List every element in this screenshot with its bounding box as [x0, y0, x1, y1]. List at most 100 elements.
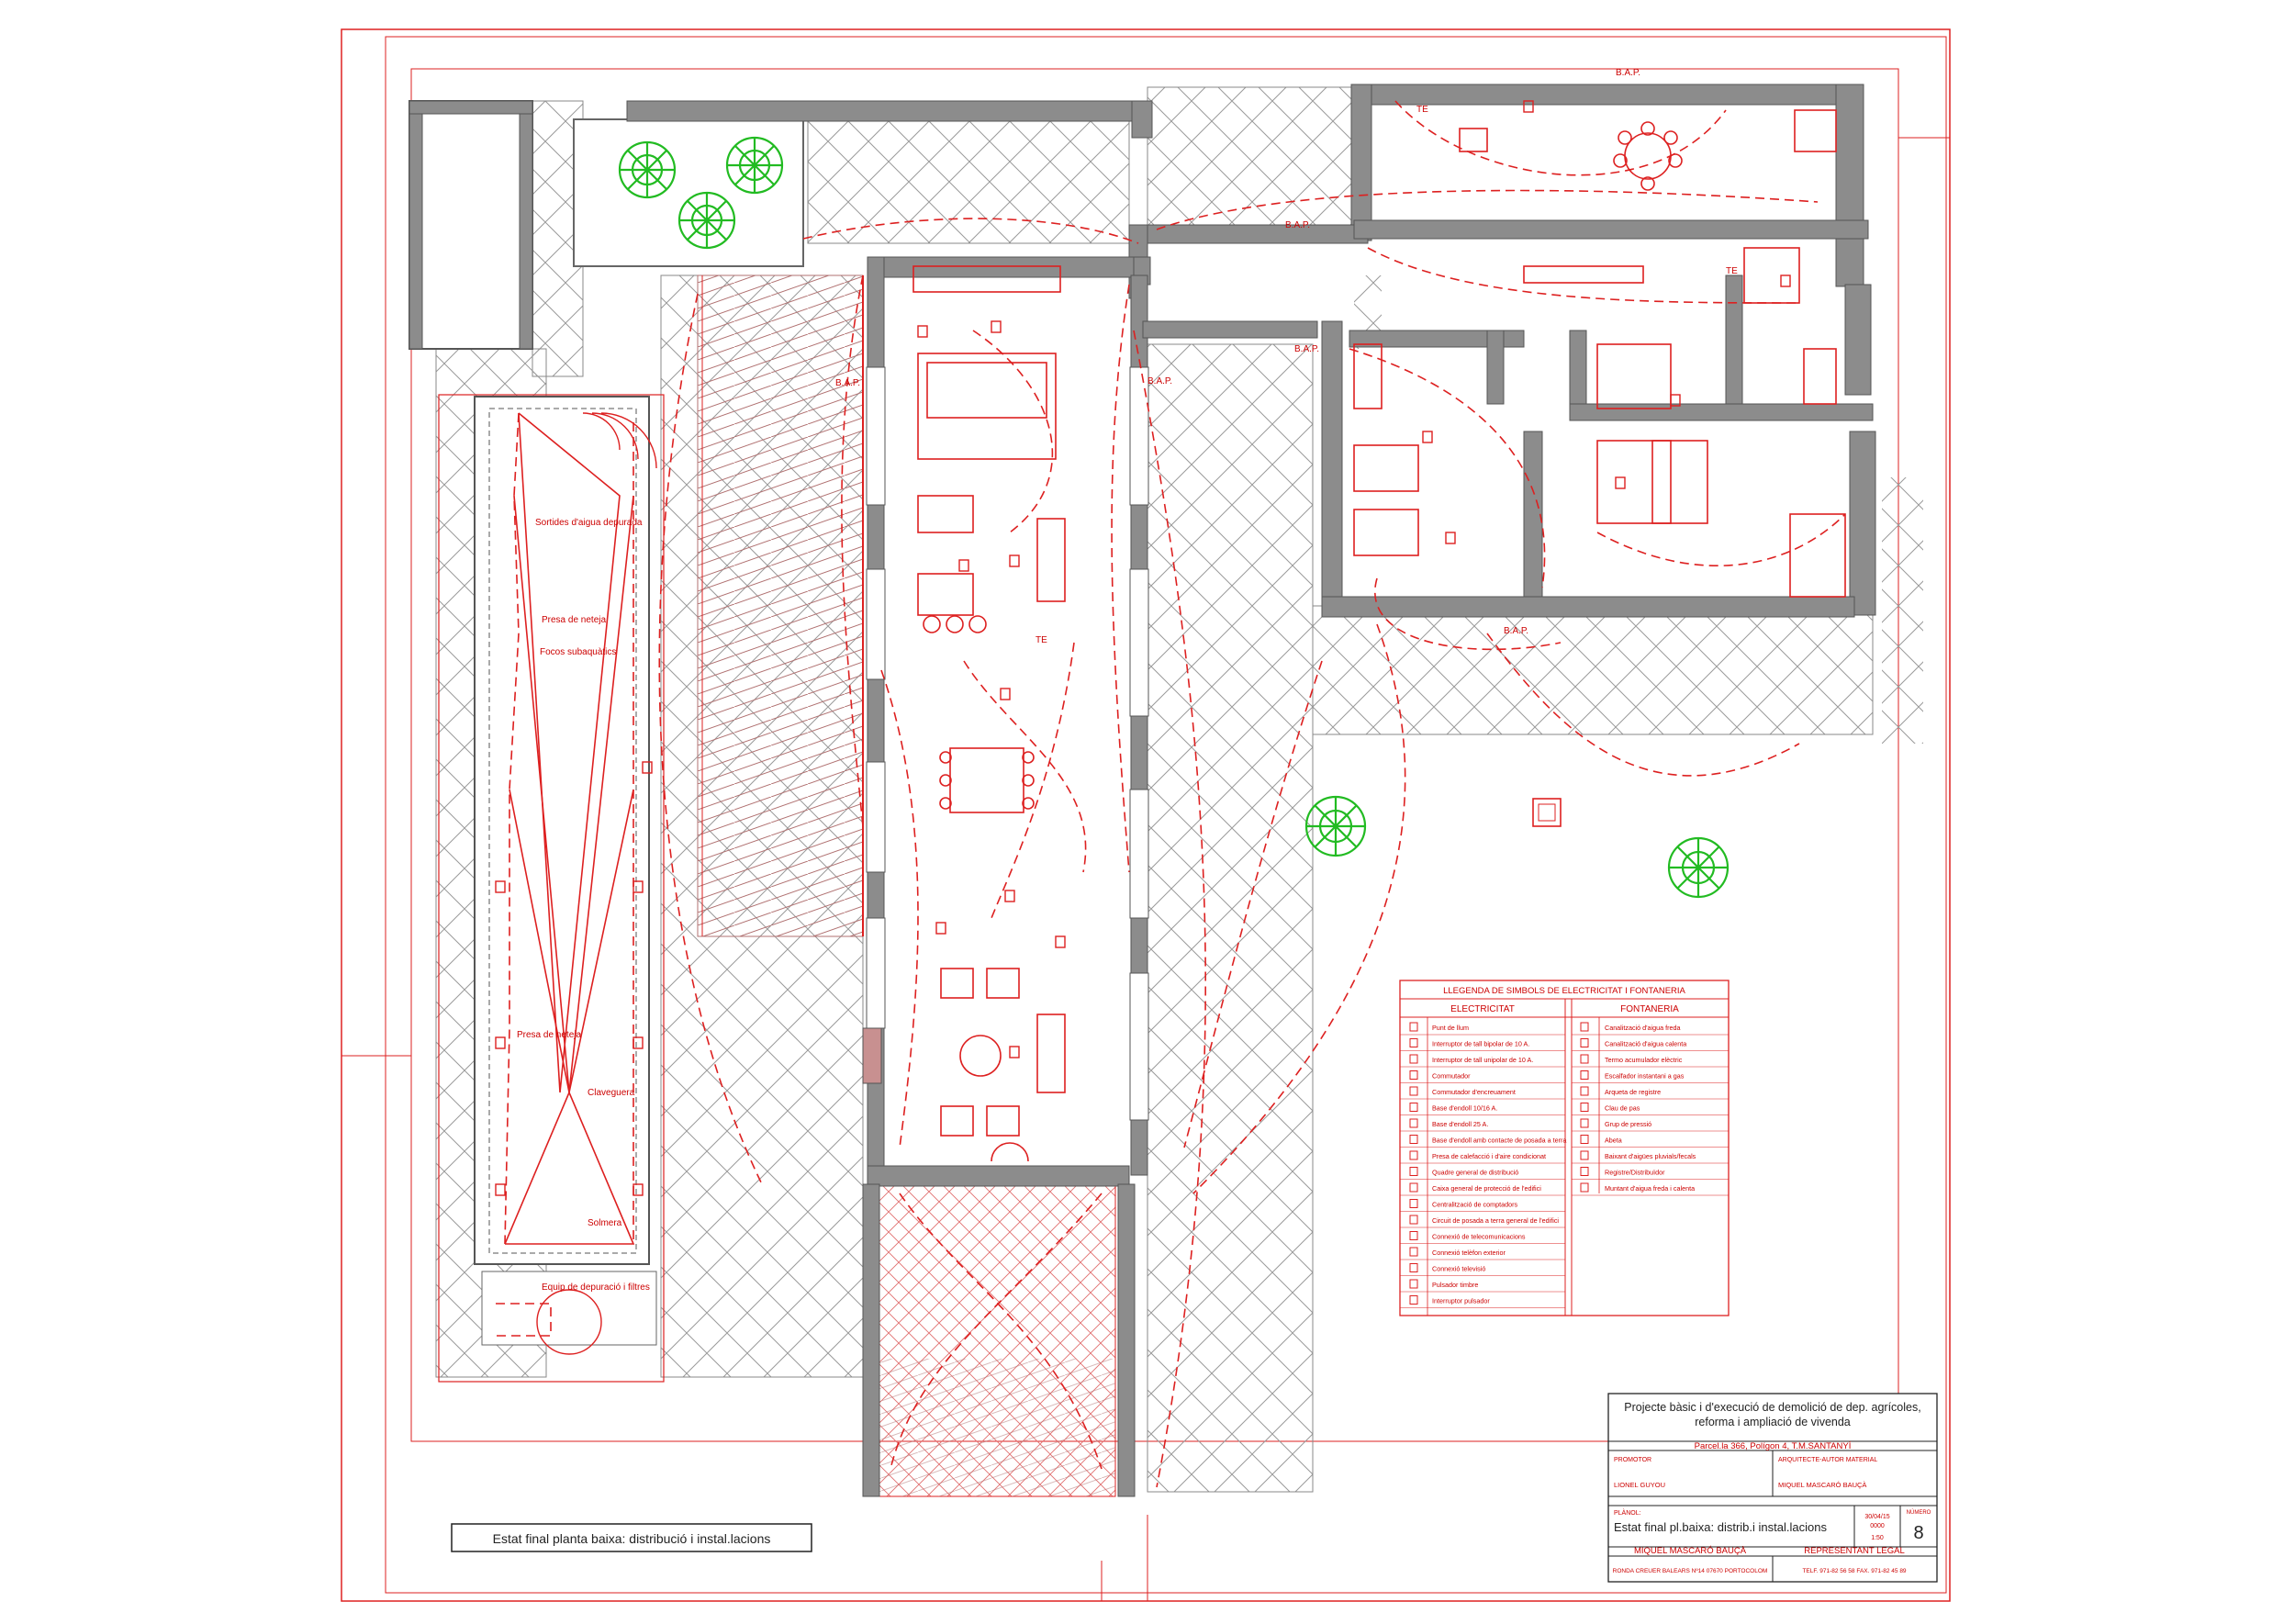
legend-col-fontaneria: FONTANERIA: [1620, 1004, 1679, 1014]
bap-mark: B.A.P.: [1148, 376, 1172, 386]
legend-elec-item: Base d'endoll 25 A.: [1432, 1120, 1488, 1128]
legend-font-item: Arqueta de registre: [1605, 1088, 1661, 1096]
bap-mark: B.A.P.: [835, 378, 860, 388]
pool-label: Presa de neteja: [542, 615, 606, 625]
red-terrace: [876, 1183, 1116, 1497]
plan-label: PLÀNOL:: [1614, 1508, 1641, 1517]
legend-font-item: Canalització d'aigua freda: [1605, 1024, 1680, 1032]
legend-elec-item: Circuit de posada a terra general de l'e…: [1432, 1216, 1559, 1225]
legend-elec-symbol-icon: [1409, 1167, 1418, 1176]
sheet-title-box: Estat final planta baixa: distribució i …: [451, 1523, 812, 1552]
legend-elec-item: Connexió de telecomunicacions: [1432, 1233, 1526, 1241]
legend-col-electricitat: ELECTRICITAT: [1450, 1004, 1515, 1014]
legend-font-symbol-icon: [1580, 1022, 1589, 1032]
te-mark: TE: [1416, 105, 1428, 115]
windows: [866, 366, 1149, 1121]
legend-font-item: Termo acumulador elèctric: [1605, 1056, 1683, 1064]
legend-font-item: Canalització d'aigua calenta: [1605, 1040, 1686, 1048]
bap-mark: B.A.P.: [1294, 344, 1319, 354]
pool-label: Presa de neteja: [517, 1030, 581, 1040]
pool-label: Focos subaquàtics: [540, 647, 616, 657]
legend-font-symbol-icon: [1580, 1118, 1589, 1128]
pool-label: Sortides d'aigua depurada: [535, 518, 643, 528]
legend-elec-item: Commutador d'encreuament: [1432, 1088, 1516, 1096]
legend-font-item: Muntant d'aigua freda i calenta: [1605, 1184, 1695, 1193]
promotor-label: PROMOTOR: [1614, 1457, 1651, 1463]
legend-elec-symbol-icon: [1409, 1118, 1418, 1128]
plan-date: 30/04/15: [1864, 1514, 1889, 1520]
legend-font-symbol-icon: [1580, 1070, 1589, 1080]
legend-font-symbol-icon: [1580, 1038, 1589, 1047]
legend-elec-item: Centralització de comptadors: [1432, 1201, 1517, 1209]
legend-font-symbol-icon: [1580, 1150, 1589, 1160]
legend-elec-symbol-icon: [1409, 1263, 1418, 1272]
legend-font-symbol-icon: [1580, 1086, 1589, 1096]
electric-point-icon: [495, 100, 1791, 1196]
legend-elec-item: Connexió televisió: [1432, 1265, 1485, 1273]
legend-title: LLEGENDA DE SIMBOLS DE ELECTRICITAT I FO…: [1443, 986, 1685, 996]
legend-font-item: Grup de pressió: [1605, 1120, 1651, 1128]
project-title: Projecte bàsic i d'execució de demolició…: [1624, 1401, 1920, 1414]
plan-scale: 1:50: [1871, 1535, 1884, 1541]
legend-elec-item: Presa de calefacció i d'aire condicionat: [1432, 1152, 1546, 1160]
firm-address: RONDA CREUER BALEARS Nº14 07670 PORTOCOL…: [1613, 1568, 1768, 1574]
legend-elec-symbol-icon: [1409, 1135, 1418, 1144]
plan-name: Estat final pl.baixa: distrib.i instal.l…: [1614, 1520, 1827, 1534]
legend-elec-item: Interruptor de tall bipolar de 10 A.: [1432, 1040, 1529, 1048]
promotor-name: LIONEL GUYOU: [1614, 1481, 1665, 1489]
te-mark: TE: [1036, 635, 1047, 645]
legend-elec-item: Punt de llum: [1432, 1024, 1469, 1032]
legend-elec-symbol-icon: [1409, 1070, 1418, 1080]
legend-font-symbol-icon: [1580, 1054, 1589, 1064]
firm-name: MIQUEL MASCARÓ BAUÇÀ: [1634, 1546, 1747, 1556]
bedroom-furniture: [1353, 109, 1846, 598]
architect-name: MIQUEL MASCARÓ BAUÇÀ: [1778, 1481, 1866, 1489]
pool-label: Equip de depuració i filtres: [542, 1282, 650, 1293]
project-location: Parcel.la 366, Polígon 4, T.M.SANTANYÍ: [1695, 1441, 1852, 1451]
legend-font-symbol-icon: [1580, 1135, 1589, 1144]
pool-label: Solmera: [588, 1218, 622, 1228]
legend-elec-item: Interruptor pulsador: [1432, 1297, 1490, 1305]
legend-elec-symbol-icon: [1409, 1279, 1418, 1289]
legend-font-item: Baixant d'aigües pluvials/fecals: [1605, 1152, 1696, 1160]
legend-elec-symbol-icon: [1409, 1215, 1418, 1225]
plan-ref: 0000: [1870, 1523, 1885, 1529]
pool: [438, 394, 665, 1383]
legend: LLEGENDA DE SIMBOLS DE ELECTRICITAT I FO…: [1399, 980, 1730, 1316]
project-title-line2: reforma i ampliació de vivenda: [1695, 1416, 1851, 1428]
legend-elec-symbol-icon: [1409, 1182, 1418, 1193]
tree-icon: [618, 136, 1730, 899]
bap-mark: B.A.P.: [1504, 626, 1528, 636]
garden-marker: [1532, 798, 1562, 827]
legend-elec-symbol-icon: [1409, 1086, 1418, 1096]
legal-rep: REPRESENTANT LEGAL: [1804, 1546, 1904, 1556]
legend-elec-item: Caixa general de protecció de l'edifici: [1432, 1184, 1541, 1193]
legend-elec-item: Base d'endoll 10/16 A.: [1432, 1104, 1497, 1113]
legend-font-symbol-icon: [1580, 1103, 1589, 1112]
bap-mark: B.A.P.: [1285, 220, 1310, 230]
legend-elec-item: Pulsador timbre: [1432, 1281, 1478, 1289]
plan-marks: B.A.P. B.A.P. B.A.P. B.A.P. B.A.P. B.A.P…: [835, 68, 1738, 645]
pool-label: Claveguera: [588, 1088, 635, 1098]
legend-font-item: Abeta: [1605, 1137, 1622, 1145]
legend-elec-item: Interruptor de tall unipolar de 10 A.: [1432, 1056, 1533, 1064]
legend-font-item: Clau de pas: [1605, 1104, 1640, 1113]
firm-phone: TELF. 971-82 56 58 FAX. 971-82 45 89: [1802, 1568, 1906, 1574]
legend-font-symbol-icon: [1580, 1167, 1589, 1176]
legend-font-item: Escalfador instantani a gas: [1605, 1072, 1685, 1081]
legend-elec-symbol-icon: [1409, 1199, 1418, 1208]
sheet-title: Estat final planta baixa: distribució i …: [493, 1531, 771, 1546]
shed: [409, 100, 533, 350]
legend-elec-item: Connexió telèfon exterior: [1432, 1249, 1506, 1257]
plan-number-label: NÚMERO: [1907, 1509, 1931, 1516]
legend-elec-symbol-icon: [1409, 1022, 1418, 1032]
installation-lines: [658, 100, 1846, 1488]
legend-elec-symbol-icon: [1409, 1054, 1418, 1064]
legend-elec-symbol-icon: [1409, 1295, 1418, 1305]
legend-elec-symbol-icon: [1409, 1038, 1418, 1047]
legend-elec-item: Base d'endoll amb contacte de posada a t…: [1432, 1137, 1566, 1145]
legend-elec-symbol-icon: [1409, 1231, 1418, 1240]
